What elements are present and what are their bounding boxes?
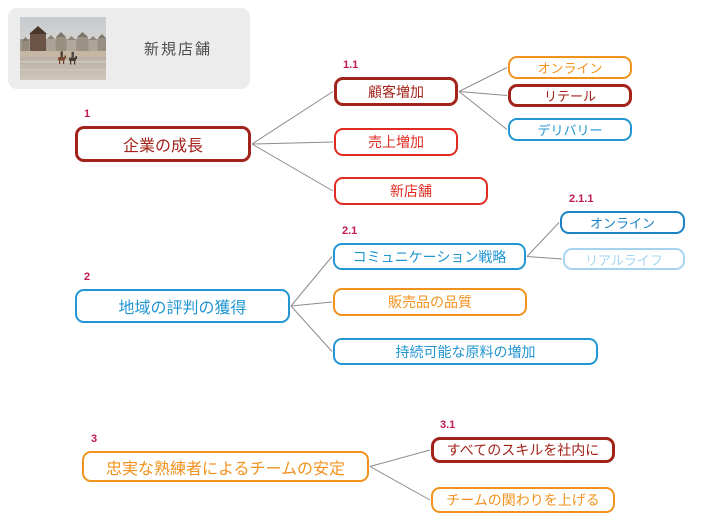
mindmap-node-2-1-1[interactable]: オンライン xyxy=(560,211,685,234)
connector-line-1-to-1-3 xyxy=(251,143,334,192)
mindmap-node-1-1-1[interactable]: オンライン xyxy=(508,56,632,79)
node-number-label-2-1-1: 2.1.1 xyxy=(569,193,594,205)
connector-line-1-1-to-1-1-3 xyxy=(458,91,508,130)
mindmap-node-3[interactable]: 忠実な熟練者によるチームの安定 xyxy=(82,451,369,482)
node-number-label-3: 3 xyxy=(91,433,98,445)
mindmap-node-2-2[interactable]: 販売品の品質 xyxy=(333,288,527,316)
horse-rider-1 xyxy=(58,51,66,64)
node-number-label-1: 1 xyxy=(84,108,91,120)
connector-line-1-to-1-2 xyxy=(251,141,334,145)
connector-line-1-1-to-1-1-2 xyxy=(458,91,508,96)
mindmap-node-2-1[interactable]: コミュニケーション戦略 xyxy=(333,243,526,270)
node-number-label-1-1: 1.1 xyxy=(343,59,359,71)
connector-line-1-1-to-1-1-1 xyxy=(458,67,508,92)
horse-rider-2 xyxy=(69,51,77,65)
root-topic-title: 新規店舗 xyxy=(143,41,212,58)
node-number-label-2-1: 2.1 xyxy=(342,225,358,237)
mindmap-node-2[interactable]: 地域の評判の獲得 xyxy=(75,289,290,323)
mindmap-node-1-1-2[interactable]: リテール xyxy=(508,84,632,107)
mindmap-node-1-1-3[interactable]: デリバリー xyxy=(508,118,632,141)
node-number-label-3-1: 3.1 xyxy=(440,419,456,431)
mindmap-node-1-2[interactable]: 売上増加 xyxy=(334,128,458,156)
connector-line-1-to-1-1 xyxy=(251,91,334,145)
connector-line-2-1-to-2-1-1 xyxy=(526,222,560,257)
mindmap-node-3-2[interactable]: チームの関わりを上げる xyxy=(431,487,615,513)
root-topic-card[interactable]: 新規店舗 xyxy=(8,8,250,89)
connector-line-2-to-2-1 xyxy=(290,256,333,307)
node-number-label-2: 2 xyxy=(84,271,91,283)
connector-line-2-1-to-2-1-2 xyxy=(526,256,563,260)
mindmap-node-2-1-2[interactable]: リアルライフ xyxy=(563,248,685,270)
connector-line-2-to-2-3 xyxy=(290,305,333,352)
mindmap-node-2-3[interactable]: 持続可能な原料の増加 xyxy=(333,338,598,365)
mindmap-node-1[interactable]: 企業の成長 xyxy=(75,126,251,162)
connector-line-2-to-2-2 xyxy=(290,301,333,307)
connector-line-3-to-3-1 xyxy=(369,449,431,467)
mindmap-node-1-1[interactable]: 顧客増加 xyxy=(334,77,458,106)
mindmap-node-1-3[interactable]: 新店舗 xyxy=(334,177,488,205)
mindmap-node-3-1[interactable]: すべてのスキルを社内に xyxy=(431,437,615,463)
beach-photo xyxy=(20,17,106,80)
connector-line-3-to-3-2 xyxy=(369,466,431,501)
